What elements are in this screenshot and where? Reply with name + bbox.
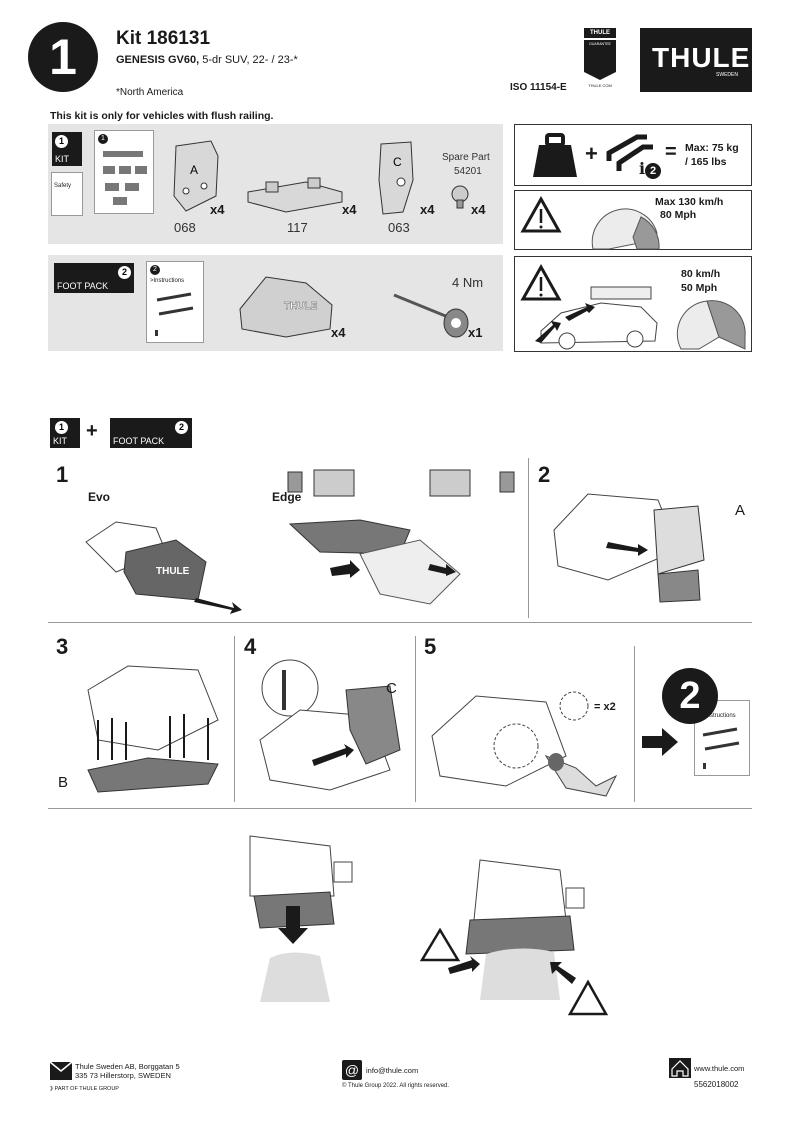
max-load-text: Max: 75 kg/ 165 lbs [685, 142, 739, 168]
step-3-number: 3 [56, 634, 69, 659]
thule-group-note: ⟫ PART OF THULE GROUP [50, 1086, 119, 1092]
iso-standard: ISO 11154-E [510, 82, 567, 93]
thule-logo: THULE SWEDEN [640, 28, 752, 92]
tool-qty: x1 [468, 325, 483, 340]
speedometer-icon [676, 300, 746, 350]
roof-bars-icon [606, 134, 653, 171]
flush-railing-notice: This kit is only for vehicles with flush… [50, 110, 274, 122]
foot-qty: x4 [331, 325, 346, 340]
step-1-edge-label: Edge [272, 490, 302, 504]
step-2-illustration [553, 493, 705, 603]
car-with-roof-load-illustration [535, 286, 658, 350]
torque-key-illustration [393, 293, 469, 338]
foot-pack-icon: 2 FOOT PACK [110, 418, 192, 448]
foot-pack-icon: 2 FOOT PACK [54, 263, 134, 293]
kit-title: Kit 186131 [116, 28, 211, 49]
mail-icon [49, 1061, 73, 1080]
weight-icon [533, 133, 577, 177]
divider [528, 458, 529, 618]
foot-pack-instructions-booklet: 2 >Instructions [146, 261, 204, 343]
step-1-edge-illustration [287, 469, 515, 605]
vehicle-model: GENESIS GV60, [116, 54, 200, 66]
step-1-number: 1 [56, 462, 69, 487]
equals-sign: = [665, 141, 677, 163]
foot-illustration: THULE [239, 276, 333, 338]
guarantee-shield: GUARANTEE [584, 40, 616, 80]
spare-part-title: Spare Part [442, 152, 490, 163]
vehicle-line: GENESIS GV60, 5-dr SUV, 22- / 23-* [116, 54, 298, 66]
part-063-code: 063 [388, 220, 410, 235]
part-068-code: 068 [174, 220, 196, 235]
step-5-illustration [431, 691, 618, 797]
part-068-qty: x4 [210, 202, 225, 217]
part-117-illustration [247, 177, 343, 213]
svg-text:THULE: THULE [156, 566, 190, 577]
step-2-number: 2 [538, 462, 551, 487]
step-5-number: 5 [424, 634, 437, 659]
guarantee-url: THULE.COM [588, 83, 612, 88]
svg-text:THULE: THULE [284, 301, 318, 312]
divider [48, 808, 752, 809]
step-number-badge: 1 [28, 22, 98, 92]
arrow-right-icon [642, 728, 678, 756]
website-link[interactable]: www.thule.com [694, 1064, 745, 1073]
step-5-screw-count: = x2 [594, 701, 616, 713]
copyright: © Thule Group 2022. All rights reserved. [342, 1083, 450, 1089]
step-4-number: 4 [244, 634, 257, 659]
email-link[interactable]: info@thule.com [366, 1066, 419, 1075]
foot-pack-panel: 2 FOOT PACK 2 >Instructions THULE x4 4 N… [48, 255, 503, 351]
vehicle-detail: 5-dr SUV, 22- / 23-* [202, 54, 298, 66]
divider [48, 622, 752, 623]
kit-pack-icon: 1 KIT [50, 418, 80, 448]
foot-fitting-illustration [249, 835, 353, 1002]
part-117-code: 117 [287, 220, 308, 235]
warning-triangle-icon [520, 195, 562, 233]
footnote: *North America [116, 87, 184, 98]
email-icon: @ [342, 1060, 362, 1080]
divider [234, 636, 235, 802]
divider [415, 636, 416, 802]
plus-sign: + [585, 141, 598, 166]
tool-torque: 4 Nm [452, 275, 484, 290]
step-4-illustration [259, 659, 401, 791]
step-2-label-a: A [735, 502, 746, 519]
step-3-illustration [87, 665, 219, 793]
step-1-evo-label: Evo [88, 490, 111, 504]
safety-booklet: Safety [51, 172, 83, 216]
spare-part-screw-illustration [451, 185, 469, 209]
divider [634, 646, 635, 802]
warning-triangle-icon [520, 263, 562, 301]
spare-part-qty: x4 [471, 202, 486, 217]
step-4-label-c: C [386, 680, 397, 697]
foot-fitted-illustration [419, 859, 609, 1016]
step-1-evo-illustration: THULE [85, 521, 242, 614]
speedometer-icon [591, 208, 660, 250]
part-117-qty: x4 [342, 202, 357, 217]
step-3-label-b: B [58, 774, 69, 791]
kit-pack-icon: 1 KIT [52, 132, 82, 166]
next-foot-pack-badge: 2 [662, 668, 718, 724]
kit-instructions-booklet: 1 [94, 130, 154, 214]
guarantee-badge: THULE GUARANTEE THULE.COM [584, 28, 616, 92]
svg-text:C: C [393, 155, 402, 169]
svg-text:A: A [190, 163, 198, 177]
kit-contents-panel: 1 KIT Safety 1 A x4 068 x4 117 C x4 063 … [48, 124, 503, 244]
home-icon [669, 1058, 691, 1078]
guarantee-brand: THULE [584, 28, 616, 38]
document-number: 5562018002 [694, 1080, 739, 1089]
part-068-illustration: A [173, 140, 219, 212]
plus-sign: + [86, 420, 98, 442]
part-063-illustration: C [378, 141, 414, 215]
spare-part-code: 54201 [454, 166, 482, 177]
part-063-qty: x4 [420, 202, 435, 217]
